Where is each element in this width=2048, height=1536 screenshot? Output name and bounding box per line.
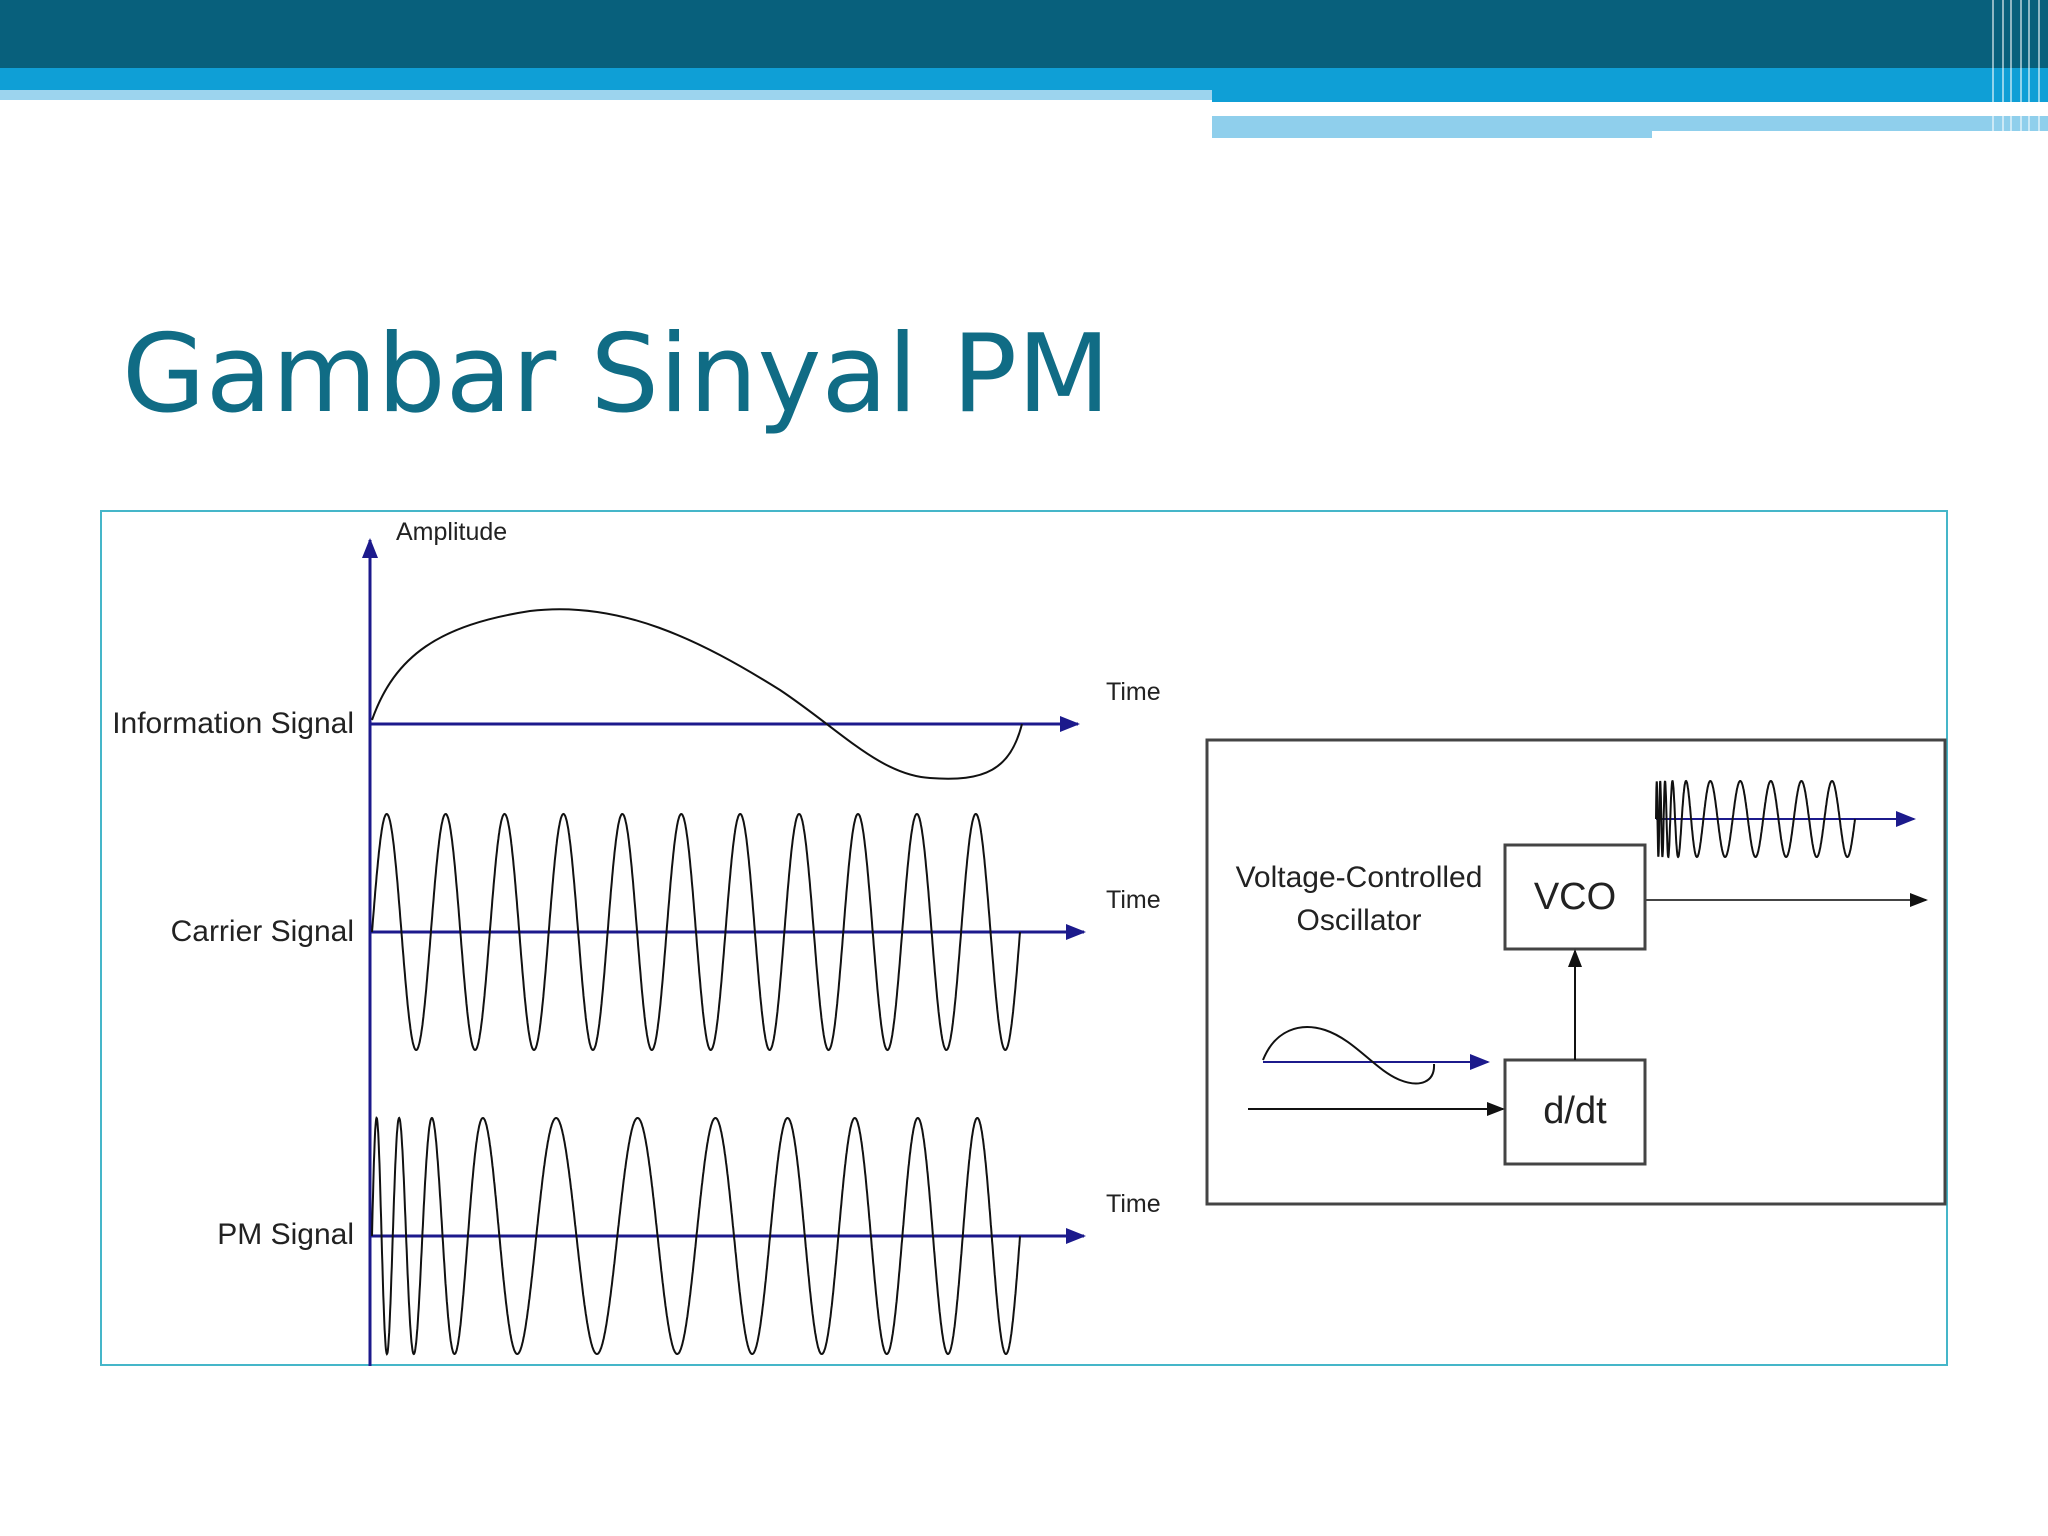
ddt-box-label: d/dt (1543, 1090, 1607, 1132)
vco-caption-line2: Oscillator (1296, 904, 1421, 937)
slide-title: Gambar Sinyal PM (122, 312, 1111, 437)
header-mid-stripe-right (1212, 90, 2048, 102)
vco-box-label: VCO (1534, 876, 1616, 918)
header-mid-stripe (0, 68, 2048, 90)
carrier-time-label: Time (1106, 886, 1161, 914)
pm-signal-label: PM Signal (217, 1218, 354, 1251)
information-time-label: Time (1106, 678, 1161, 706)
vco-box (1503, 843, 1647, 951)
header-white-line (1212, 110, 1897, 116)
block-diagram: Voltage-Controlled Oscillator VCO d/dt (1205, 738, 1947, 1206)
ddt-box (1503, 1058, 1647, 1166)
header-dark-stripe (0, 0, 2048, 68)
pm-waveform (371, 1116, 1021, 1356)
header-light-stripe-left (0, 90, 1212, 100)
mini-pm-waveform (1655, 779, 1856, 859)
information-signal-label: Information Signal (112, 707, 354, 740)
pm-time-label: Time (1106, 1190, 1161, 1218)
header-edge-lines (1984, 0, 2048, 138)
amplitude-label: Amplitude (396, 518, 507, 546)
carrier-waveform (371, 812, 1021, 1052)
block-diagram-frame (1205, 738, 1947, 1206)
vco-caption-line1: Voltage-Controlled (1236, 861, 1483, 894)
carrier-signal-label: Carrier Signal (171, 915, 354, 948)
information-waveform (371, 608, 1023, 780)
mini-information-waveform (1262, 1026, 1436, 1085)
header-white-notch (1652, 131, 2048, 138)
